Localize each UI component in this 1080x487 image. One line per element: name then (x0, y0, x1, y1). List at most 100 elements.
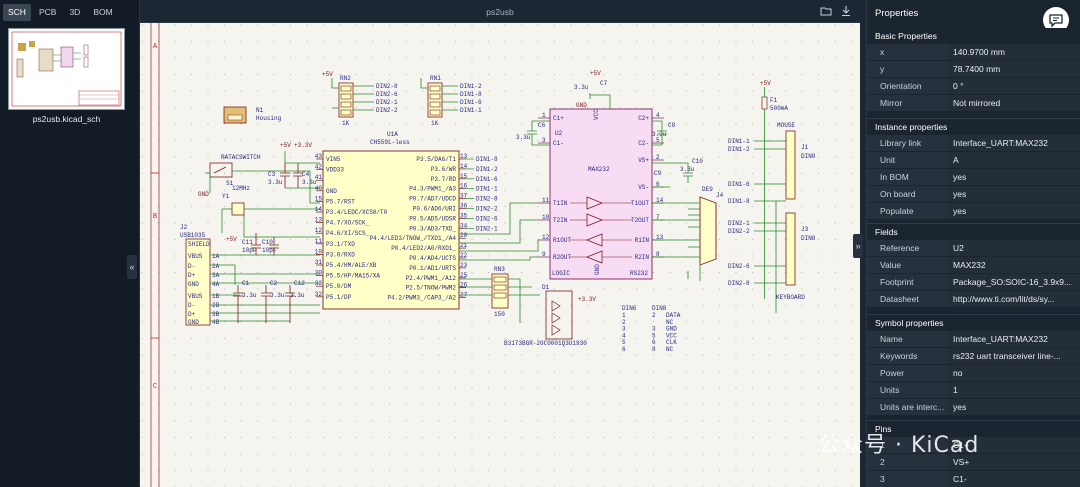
property-key: Library link (867, 135, 947, 152)
resistor-network-rn3[interactable]: RN3 150 (459, 266, 540, 323)
property-key: 2 (867, 454, 947, 471)
pin-name: C1+ (553, 115, 564, 122)
property-value: yes (947, 169, 1080, 186)
svg-text:DIN6: DIN6 (622, 305, 637, 312)
collapse-right-handle[interactable]: » (853, 234, 863, 258)
de9-connector-j4[interactable]: DE9 J4 (652, 186, 724, 281)
svg-text:C2: C2 (270, 280, 278, 287)
din8-pin: 5 (652, 332, 656, 339)
tab-sch[interactable]: SCH (3, 4, 31, 21)
resistor-network-rn2[interactable]: RN2 1K DIN2-8 DIN2-6 DIN2-1 DIN2-2 +5V (322, 71, 398, 127)
property-key: Datasheet (867, 291, 947, 308)
property-value: U2 (947, 240, 1080, 257)
section-heading: Symbol properties (867, 315, 1080, 331)
switch-s1[interactable]: RATACSWITCH S1 GND (198, 154, 320, 204)
tab-pcb[interactable]: PCB (38, 7, 57, 17)
din6-pin: 2 (622, 319, 626, 326)
svg-text:2B: 2B (212, 302, 220, 309)
capacitors-usb[interactable]: C1 3.3u C2 3.3u C12 3.3u (233, 280, 305, 323)
pin-signal: DATA (666, 312, 681, 319)
property-key: Units (867, 382, 947, 399)
svg-text:+3.3V: +3.3V (294, 142, 312, 149)
svg-text:1A: 1A (212, 253, 220, 260)
din8-pin: 8 (652, 346, 656, 353)
capacitors-u2[interactable]: C6 3.3u C7 3.3u C8 3.3u C9 C10 3.3u +5V … (516, 70, 703, 188)
crystal-y1[interactable]: 12MHz Y1 (221, 185, 320, 238)
chat-icon (1049, 14, 1063, 28)
svg-text:10pF: 10pF (262, 247, 277, 254)
usb-connector-j2[interactable]: J2 USB1035 SHIELD VBUS D- D+ GND VBUS D-… (180, 224, 320, 326)
sheet-thumbnail[interactable] (8, 28, 125, 110)
svg-text:3.3u: 3.3u (242, 292, 257, 299)
svg-text:C11: C11 (242, 239, 253, 246)
tab-3d[interactable]: 3D (69, 7, 81, 17)
rgb-led-d1[interactable]: D1 B3173BGR-20C0001Q3U1930 +3.3V (504, 284, 596, 347)
pin-number: 11 (542, 197, 550, 204)
panel-title: Properties (875, 8, 919, 19)
svg-text:DIN1-8: DIN1-8 (728, 198, 750, 205)
schematic-canvas[interactable]: A B C RN2 1K DIN2-8 DIN2-6 DIN2-1 DIN2-2… (140, 23, 860, 487)
pin-number: 5 (656, 137, 660, 144)
collapse-left-handle[interactable]: « (127, 255, 137, 279)
property-value: 78.7400 mm (947, 61, 1080, 78)
pin-name: T1OUT (631, 200, 649, 207)
pin-number: 14 (656, 197, 664, 204)
din6-pin: 1 (622, 312, 626, 319)
resistor-network-rn1[interactable]: RN1 1K DIN1-2 DIN1-8 DIN1-6 DIN1-1 (420, 75, 482, 127)
svg-text:Y1: Y1 (222, 193, 230, 200)
folder-open-icon[interactable] (820, 5, 832, 17)
row-label-b: B (153, 213, 157, 221)
housing-n1[interactable]: N1 Housing (223, 106, 282, 124)
pin-name: P0.4/AD4/UCTS (409, 255, 456, 262)
pin-name: P5.5/HP/MA15/XA (326, 273, 380, 280)
download-icon[interactable] (840, 5, 852, 17)
svg-text:DIN1-6: DIN1-6 (728, 181, 750, 188)
pin-name: T2IN (553, 217, 568, 224)
svg-text:GND: GND (198, 191, 209, 198)
capacitors-u1[interactable]: C3 3.3u C4 3.3u +5V +3.3V C11 10pF C10 1… (242, 142, 320, 255)
property-row[interactable]: Units are interc...yes (867, 399, 1080, 416)
pin-number: 30 (315, 270, 323, 277)
din-connector-j1[interactable]: MOUSE J1 DIN8 DIN1-1 DIN1-2 DIN1-6 DIN1-… (728, 122, 816, 205)
pin-number: 26 (460, 282, 468, 289)
svg-text:DIN2-6: DIN2-6 (376, 91, 398, 98)
svg-text:C3: C3 (268, 171, 276, 178)
section-heading: Pins (867, 421, 1080, 437)
property-value: 140.9700 mm (947, 44, 1080, 61)
svg-text:3.3u: 3.3u (268, 179, 283, 186)
property-value: 1 (947, 382, 1080, 399)
property-key: Units are interc... (867, 399, 947, 416)
pin-name: P0.4/LED2/A0/RXD1_ (391, 245, 456, 252)
svg-text:LOGIC: LOGIC (552, 270, 570, 277)
svg-text:GND: GND (188, 281, 199, 288)
property-key: On board (867, 186, 947, 203)
tab-bom[interactable]: BOM (93, 7, 113, 17)
pin-number: 13 (656, 234, 664, 241)
din8-pin: 2 (652, 312, 656, 319)
din-connector-j3[interactable]: J3 DIN8 DIN2-1 DIN2-2 DIN2-6 DIN2-8 KEYB… (728, 201, 816, 313)
pin-number: 21 (460, 242, 468, 249)
property-key: x (867, 44, 947, 61)
